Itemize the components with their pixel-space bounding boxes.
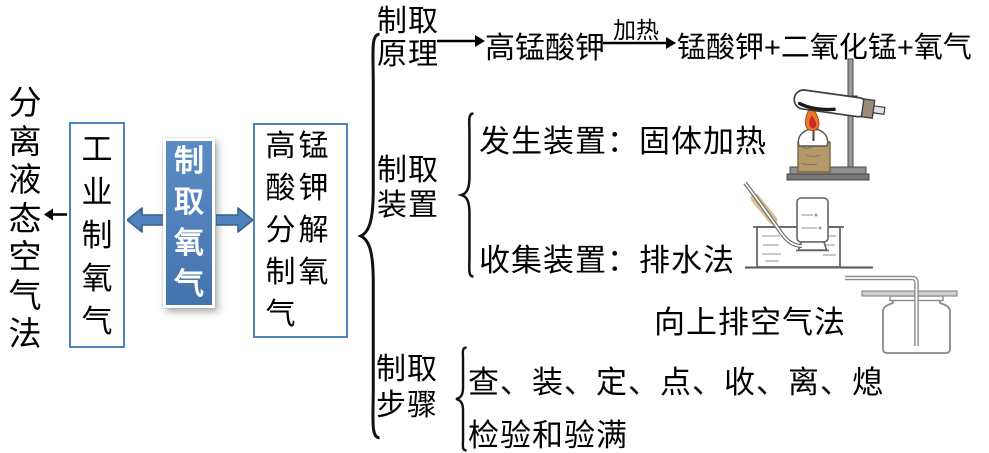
main-topic-label: 制取氧气 xyxy=(174,145,204,301)
steps-brace xyxy=(451,346,468,452)
collection-device-text: 收集装置：排水法 xyxy=(479,243,735,278)
reaction-condition: 加热 xyxy=(613,17,659,43)
solid-heating-apparatus-illustration xyxy=(786,58,886,181)
principle-arrow-icon xyxy=(437,35,485,47)
principle-products: 锰酸钾+二氧化锰+氧气 xyxy=(677,32,972,64)
apparatus-label: 制取装置 xyxy=(377,154,439,222)
principle-reactant: 高锰酸钾 xyxy=(485,32,605,65)
reaction-arrow-icon xyxy=(603,37,676,49)
block-arrow-right xyxy=(216,207,253,233)
steps-sequence-text: 查、装、定、点、收、离、熄 xyxy=(468,365,884,400)
steps-check-text: 检验和验满 xyxy=(468,418,628,453)
principle-label: 制取原理 xyxy=(377,5,439,71)
upward-air-displacement-bottle-illustration xyxy=(845,275,958,354)
industrial-oxygen-label: 工业制氧气 xyxy=(81,131,113,339)
kmno4-decomposition-label: 高锰酸钾分解制氧气 xyxy=(265,129,332,331)
upward-air-displacement-text: 向上排空气法 xyxy=(654,305,846,340)
generation-device-text: 发生装置：固体加热 xyxy=(479,124,767,159)
separation-method-label: 分离液态空气法 xyxy=(8,84,42,352)
apparatus-brace xyxy=(456,111,475,279)
block-arrow-left xyxy=(127,207,164,233)
steps-label: 制取步骤 xyxy=(376,353,438,422)
water-displacement-apparatus-illustration xyxy=(743,181,873,269)
industrial-oxygen-box: 工业制氧气 xyxy=(69,122,125,348)
kmno4-decomposition-box: 高锰酸钾分解制氧气 xyxy=(253,123,348,338)
main-topic-box: 制取氧气 xyxy=(163,138,215,308)
main-brace xyxy=(352,28,382,444)
left-arrow-icon xyxy=(44,208,67,221)
